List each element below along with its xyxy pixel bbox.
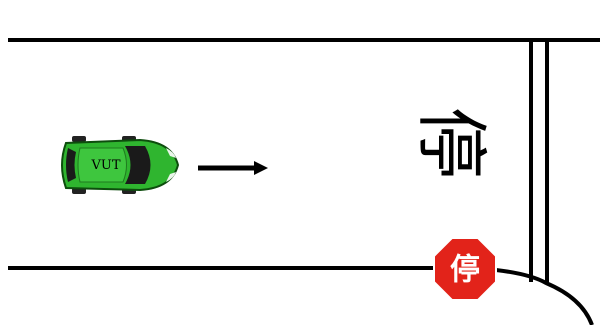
stop-sign: 停 — [433, 237, 497, 301]
road-marking-text: 停 — [409, 107, 493, 179]
vehicle-vut: VUT — [61, 136, 180, 194]
vehicle-headlight — [166, 172, 176, 182]
vehicle-headlight — [166, 148, 176, 158]
vehicle-windshield — [125, 146, 151, 184]
direction-arrow — [198, 161, 268, 175]
vehicle-label: VUT — [90, 158, 120, 173]
vehicle-wheel — [72, 136, 86, 142]
vehicle-roof — [77, 147, 127, 183]
road-corner-curve — [495, 268, 594, 325]
vehicle-rear-window — [66, 148, 76, 182]
vehicle-wheel — [72, 188, 86, 194]
stop-sign-text: 停 — [450, 253, 480, 288]
direction-arrow-head — [254, 161, 268, 175]
stop-sign-octagon — [433, 237, 497, 301]
